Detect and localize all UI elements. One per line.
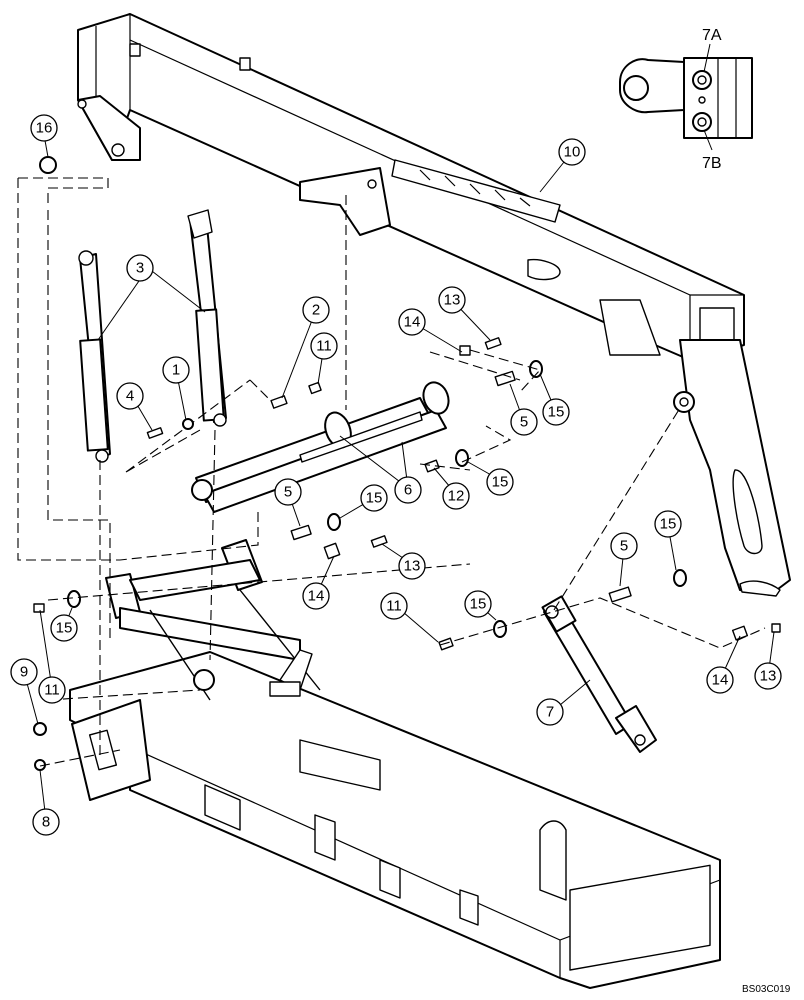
callout-label: 13 (404, 558, 421, 575)
callout-label: 12 (448, 488, 465, 505)
callout-label: 13 (760, 668, 777, 685)
gas-spring-right (187, 209, 227, 427)
callout-4: 4 (116, 382, 144, 410)
callout-15-far-right: 15 (654, 510, 682, 538)
callout-label: 13 (444, 292, 461, 309)
callout-5-right: 5 (610, 532, 638, 560)
callout-label: 10 (564, 144, 581, 161)
callout-13-center: 13 (398, 552, 426, 580)
callout-13-right: 13 (754, 662, 782, 690)
inset-label-7a: 7A (702, 27, 722, 44)
callout-16: 16 (30, 114, 58, 142)
callout-10: 10 (558, 138, 586, 166)
callout-label: 6 (404, 482, 412, 499)
callout-9: 9 (10, 658, 38, 686)
callout-label: 8 (42, 814, 50, 831)
drawing-code: BS03C019 (742, 984, 791, 995)
callout-label: 14 (712, 672, 729, 689)
callout-label: 15 (56, 620, 73, 637)
callout-label: 3 (136, 260, 144, 277)
gas-spring-left (78, 250, 111, 463)
callout-11-center: 11 (380, 592, 408, 620)
callout-2: 2 (302, 296, 330, 324)
callout-7: 7 (536, 698, 564, 726)
callout-14-center: 14 (302, 582, 330, 610)
callout-label: 14 (308, 588, 325, 605)
upper-boom-frame (77, 13, 745, 361)
callout-label: 11 (44, 682, 60, 699)
callout-1: 1 (162, 356, 190, 384)
callout-13-upper: 13 (438, 286, 466, 314)
callout-label: 5 (520, 414, 528, 431)
callout-11-upper: 11 (310, 332, 338, 360)
callout-label: 15 (492, 474, 509, 491)
callout-label: 15 (366, 490, 383, 507)
callout-label: 15 (470, 596, 487, 613)
svg-text:15: 15 (660, 516, 677, 533)
callout-15-center: 15 (360, 484, 388, 512)
callout-label: 11 (386, 598, 402, 615)
callout-12: 12 (442, 482, 470, 510)
callout-label: 11 (316, 338, 332, 355)
callout-15-right: 15 (464, 590, 492, 618)
inset-label-7b: 7B (702, 155, 722, 172)
callout-14-upper: 14 (398, 308, 426, 336)
callout-8: 8 (32, 808, 60, 836)
callout-11-left: 11 (38, 676, 66, 704)
callout-label: 9 (20, 664, 28, 681)
callout-5-upper: 5 (510, 408, 538, 436)
callout-label: 15 (548, 404, 565, 421)
callout-label: 4 (126, 388, 134, 405)
callout-label: 1 (172, 362, 180, 379)
callout-15-left: 15 (50, 614, 78, 642)
callout-label: 5 (620, 538, 628, 555)
callout-14-right: 14 (706, 666, 734, 694)
hardware (33, 156, 781, 771)
callout-label: 5 (284, 484, 292, 501)
tilt-cylinder (541, 595, 657, 753)
callout-5-middle: 5 (274, 478, 302, 506)
pin-hardware-cluster (125, 379, 322, 473)
detail-inset-7a-7b (619, 43, 753, 151)
callout-label: 16 (36, 120, 53, 137)
lift-arm-right (599, 299, 791, 597)
callout-3: 3 (126, 254, 154, 282)
callout-label: 14 (404, 314, 421, 331)
callout-6: 6 (394, 476, 422, 504)
callout-15-middle: 15 (486, 468, 514, 496)
callout-15-upper: 15 (542, 398, 570, 426)
callout-label: 2 (312, 302, 320, 319)
lower-chassis (69, 651, 721, 989)
callout-label: 7 (546, 704, 554, 721)
lift-cylinders (191, 381, 450, 513)
